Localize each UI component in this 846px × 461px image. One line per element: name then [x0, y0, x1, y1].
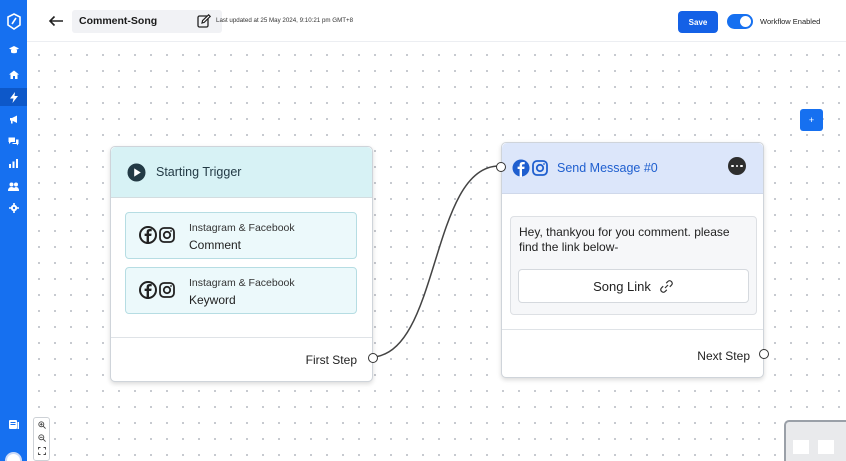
instagram-icon: [159, 227, 175, 243]
instagram-icon: [159, 282, 175, 298]
facebook-icon: [139, 226, 157, 244]
document-icon[interactable]: [0, 415, 27, 433]
instagram-icon: [532, 160, 548, 176]
facebook-icon: [512, 159, 530, 177]
output-port[interactable]: [368, 353, 378, 363]
edit-icon[interactable]: [197, 14, 211, 28]
sidebar: [0, 0, 27, 461]
more-options-button[interactable]: [728, 157, 746, 175]
divider: [502, 329, 763, 330]
output-port[interactable]: [759, 349, 769, 359]
first-step-label: First Step: [305, 353, 357, 367]
message-text: Hey, thankyou for you comment. please fi…: [519, 225, 730, 254]
add-node-button[interactable]: +: [800, 109, 823, 131]
last-updated-text: Last updated at 25 May 2024, 9:10:21 pm …: [216, 17, 354, 24]
avatar[interactable]: [5, 452, 22, 461]
message-node-header: Send Message #0: [502, 143, 763, 194]
users-icon[interactable]: [0, 177, 27, 195]
divider: [111, 337, 372, 338]
save-button[interactable]: Save: [678, 11, 718, 33]
workflow-enabled-label: Workflow Enabled: [760, 17, 821, 26]
play-circle-icon: [127, 163, 146, 181]
trigger-item-type: Comment: [189, 238, 242, 252]
workflow-enabled-toggle[interactable]: [727, 14, 753, 29]
trigger-item-keyword[interactable]: Instagram & Facebook Keyword: [125, 267, 357, 314]
fit-view-icon: [37, 446, 46, 455]
next-step-label: Next Step: [697, 349, 750, 363]
brand-icons: [512, 159, 548, 177]
minimap[interactable]: [784, 420, 846, 461]
brand-icons: [139, 225, 175, 245]
send-message-node[interactable]: Send Message #0 Hey, thankyou for you co…: [496, 142, 769, 378]
zoom-out-icon: [37, 433, 46, 442]
brand-logo-icon[interactable]: [0, 4, 27, 38]
back-button[interactable]: [45, 12, 67, 30]
message-content[interactable]: Hey, thankyou for you comment. please fi…: [510, 216, 757, 315]
bar-chart-icon[interactable]: [0, 154, 27, 172]
song-link-button[interactable]: Song Link: [518, 269, 749, 303]
facebook-icon: [139, 281, 157, 299]
song-link-label: Song Link: [593, 278, 651, 294]
top-bar: Comment-Song Last updated at 25 May 2024…: [27, 0, 846, 42]
graduation-cap-icon[interactable]: [0, 40, 27, 58]
workflow-name-field[interactable]: Comment-Song: [72, 10, 222, 33]
fit-view-button[interactable]: [34, 444, 49, 457]
link-icon: [660, 279, 673, 293]
home-icon[interactable]: [0, 65, 27, 83]
trigger-node-title: Starting Trigger: [156, 165, 242, 179]
trigger-item-type: Keyword: [189, 293, 236, 307]
zoom-out-button[interactable]: [34, 431, 49, 444]
megaphone-icon[interactable]: [0, 110, 27, 128]
zoom-controls: [33, 417, 50, 461]
minimap-node: [818, 440, 834, 454]
zoom-in-button[interactable]: [34, 418, 49, 431]
minimap-node: [793, 440, 809, 454]
lightning-icon[interactable]: [0, 88, 27, 106]
brand-icons: [139, 280, 175, 300]
zoom-in-icon: [37, 420, 46, 429]
chat-bubbles-icon[interactable]: [0, 132, 27, 150]
trigger-item-platform: Instagram & Facebook: [189, 277, 295, 289]
arrow-left-icon: [48, 15, 63, 27]
input-port[interactable]: [496, 162, 506, 172]
trigger-item-platform: Instagram & Facebook: [189, 222, 295, 234]
gear-icon[interactable]: [0, 199, 27, 217]
message-node-title: Send Message #0: [557, 161, 658, 175]
trigger-node-header: Starting Trigger: [111, 147, 372, 198]
starting-trigger-node[interactable]: Starting Trigger Instagram & Facebook Co…: [110, 146, 378, 382]
toggle-knob: [740, 16, 751, 27]
trigger-item-comment[interactable]: Instagram & Facebook Comment: [125, 212, 357, 259]
